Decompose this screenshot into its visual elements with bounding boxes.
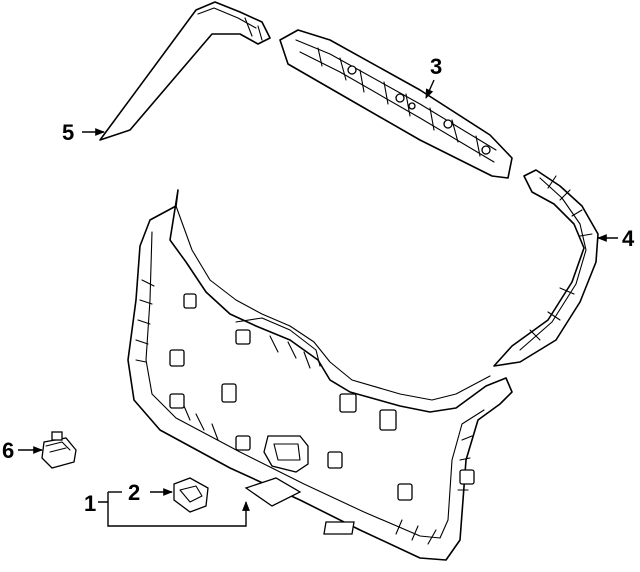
callout-labels: 1 2 3 4 5 6 xyxy=(2,54,635,516)
part-3-upper-trim-panel[interactable] xyxy=(279,29,513,179)
callout-5: 5 xyxy=(62,120,74,145)
part-4-right-pillar-trim[interactable] xyxy=(493,169,599,367)
liftgate-trim-panel[interactable] xyxy=(127,189,513,561)
part-6-clip[interactable] xyxy=(41,431,77,469)
callout-6: 6 xyxy=(2,438,14,463)
callout-3: 3 xyxy=(430,54,442,79)
callout-1: 1 xyxy=(84,491,96,516)
part-5-left-pillar-trim[interactable] xyxy=(99,1,271,141)
part-2-handle-bezel[interactable] xyxy=(173,477,209,513)
leader-lines xyxy=(18,79,618,527)
callout-2: 2 xyxy=(128,480,140,505)
callout-4: 4 xyxy=(622,226,635,251)
